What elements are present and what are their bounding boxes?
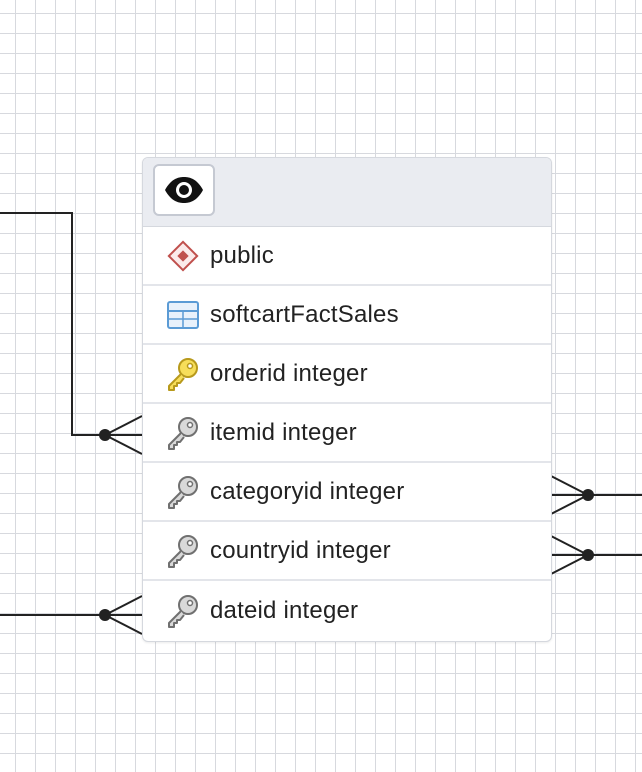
connector-countryid[interactable] [550, 535, 642, 575]
column-label: countryid integer [210, 536, 391, 564]
column-label: orderid integer [210, 359, 368, 387]
column-row-itemid[interactable]: itemid integer [143, 404, 551, 463]
column-row-categoryid[interactable]: categoryid integer [143, 463, 551, 522]
column-label: dateid integer [210, 597, 359, 624]
connector-dateid[interactable] [0, 595, 143, 635]
connector-categoryid[interactable] [550, 475, 642, 515]
column-label: itemid integer [210, 418, 357, 446]
table-icon [163, 295, 203, 335]
column-row-countryid[interactable]: countryid integer [143, 522, 551, 581]
table-name-row[interactable]: softcartFactSales [143, 286, 551, 345]
foreign-key-icon [163, 413, 203, 453]
table-name-label: softcartFactSales [210, 300, 399, 328]
table-node-softcartfactsales[interactable]: public softcartFactSales orderid integer [142, 157, 552, 642]
schema-row[interactable]: public [143, 227, 551, 286]
table-node-header [143, 158, 551, 227]
primary-key-icon [163, 354, 203, 394]
foreign-key-icon [163, 472, 203, 512]
eye-icon [165, 177, 203, 203]
view-details-button[interactable] [153, 164, 215, 216]
schema-label: public [210, 241, 274, 269]
foreign-key-icon [163, 591, 203, 631]
connector-itemid[interactable] [0, 212, 143, 455]
foreign-key-icon [163, 531, 203, 571]
column-row-orderid[interactable]: orderid integer [143, 345, 551, 404]
column-row-dateid[interactable]: dateid integer [143, 581, 551, 641]
column-label: categoryid integer [210, 477, 405, 505]
schema-icon [163, 236, 203, 276]
